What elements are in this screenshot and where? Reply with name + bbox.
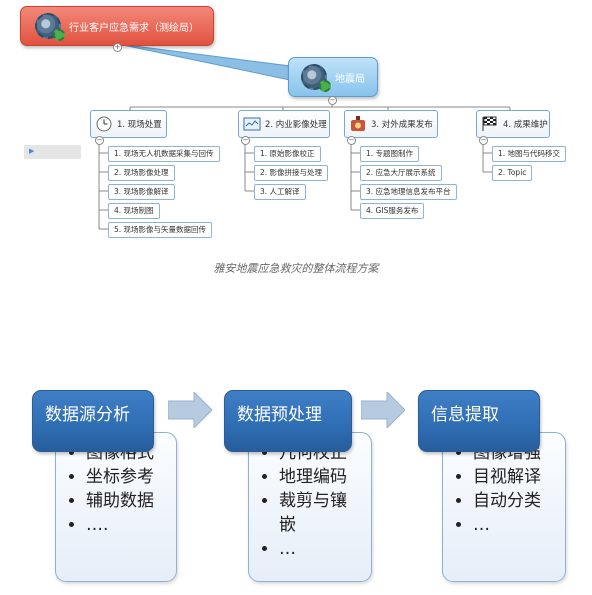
branch-4-collapse-toggle[interactable]: − [479,136,488,145]
branch-4-item-2[interactable]: 2. Topic [492,165,533,181]
stage-3-item: 自动分类 [473,489,557,513]
mindmap: 行业客户应急需求（测绘局） + 地震局 − 1. 现场处置 − 1. 现场无人机… [0,0,592,280]
top-node-label: 行业客户应急需求（测绘局） [69,22,199,34]
center-node-label: 地震局 [335,73,365,85]
branch-1-collapse-toggle[interactable]: − [95,136,104,145]
play-arrow-icon: ▶ [29,147,35,155]
branch-1-item-1[interactable]: 1. 现场无人机数据采集与回传 [108,146,220,162]
branch-3-item-2[interactable]: 2. 应急大厅展示系统 [360,165,442,181]
branch-3-collapse-toggle[interactable]: − [347,136,356,145]
checkered-flag-icon [481,116,499,132]
stage-1-body: 图像格式 坐标参考 辅助数据 …. [55,432,177,582]
right-arrow-icon [168,392,212,428]
side-marker[interactable]: ▶ [24,145,81,159]
branch-2[interactable]: 2. 内业影像处理 [238,110,330,138]
branch-3-item-1[interactable]: 1. 专题图制作 [360,146,420,162]
stage-2-body: 几何校正 地理编码 裁剪与镶嵌 … [248,432,372,582]
gear-icon [35,13,65,41]
stage-1-item: …. [86,513,168,537]
branch-2-item-2[interactable]: 2. 影像拼接与处理 [254,165,329,181]
branch-4-item-1[interactable]: 1. 地图与代码移交 [492,146,567,162]
branch-2-label: 2. 内业影像处理 [265,120,327,130]
stage-2-item: … [279,537,363,561]
stage-2-title: 数据预处理 [237,405,322,425]
branch-1-item-5[interactable]: 5. 现场影像与矢量数据回传 [108,222,213,238]
branch-2-item-3[interactable]: 3. 人工解译 [254,184,306,200]
stage-1-item: 坐标参考 [86,465,168,489]
branch-1-label: 1. 现场处置 [117,120,162,130]
stage-2-item: 地理编码 [279,465,363,489]
stage-3-item: 目视解译 [473,465,557,489]
branch-3-label: 3. 对外成果发布 [371,120,433,130]
top-node-expand-toggle[interactable]: + [113,43,122,52]
branch-1-item-4[interactable]: 4. 现场制图 [108,203,160,219]
stage-1-header: 数据源分析 [32,390,154,452]
branch-3-item-3[interactable]: 3. 应急地理信息发布平台 [360,184,457,200]
center-node-collapse-toggle[interactable]: − [328,96,337,105]
broadcast-icon [349,116,367,132]
stage-2-header: 数据预处理 [224,390,352,452]
branch-1[interactable]: 1. 现场处置 [90,110,167,138]
stage-1-item: 辅助数据 [86,489,168,513]
stage-3-header: 信息提取 [418,390,540,452]
process-flow: 图像格式 坐标参考 辅助数据 …. 数据源分析 几何校正 地理编码 裁剪与镶嵌 … [0,380,592,595]
branch-2-item-1[interactable]: 1. 原始影像校正 [254,146,321,162]
clock-icon [95,116,113,132]
branch-1-item-3[interactable]: 3. 现场影像解译 [108,184,175,200]
monitor-chart-icon [243,116,261,132]
top-to-center-connector [117,43,291,81]
branch-2-collapse-toggle[interactable]: − [241,136,250,145]
branch-3-item-4[interactable]: 4. GIS服务发布 [360,203,425,219]
branch-1-item-2[interactable]: 2. 现场影像处理 [108,165,175,181]
gear-icon [301,64,331,92]
center-node[interactable]: 地震局 [288,57,378,97]
mindmap-connectors [98,43,511,230]
branch-4[interactable]: 4. 成果维护 [476,110,550,138]
stage-3-title: 信息提取 [431,405,499,425]
stage-1-title: 数据源分析 [45,405,130,425]
branch-3[interactable]: 3. 对外成果发布 [344,110,438,138]
stage-2-item: 裁剪与镶嵌 [279,489,363,537]
top-node[interactable]: 行业客户应急需求（测绘局） [20,6,214,46]
stage-3-body: 图像增强 目视解译 自动分类 … [442,432,566,582]
diagram-caption: 雅安地震应急救灾的整体流程方案 [213,262,379,275]
right-arrow-icon [361,392,405,428]
stage-3-item: … [473,513,557,537]
branch-4-label: 4. 成果维护 [503,120,548,130]
